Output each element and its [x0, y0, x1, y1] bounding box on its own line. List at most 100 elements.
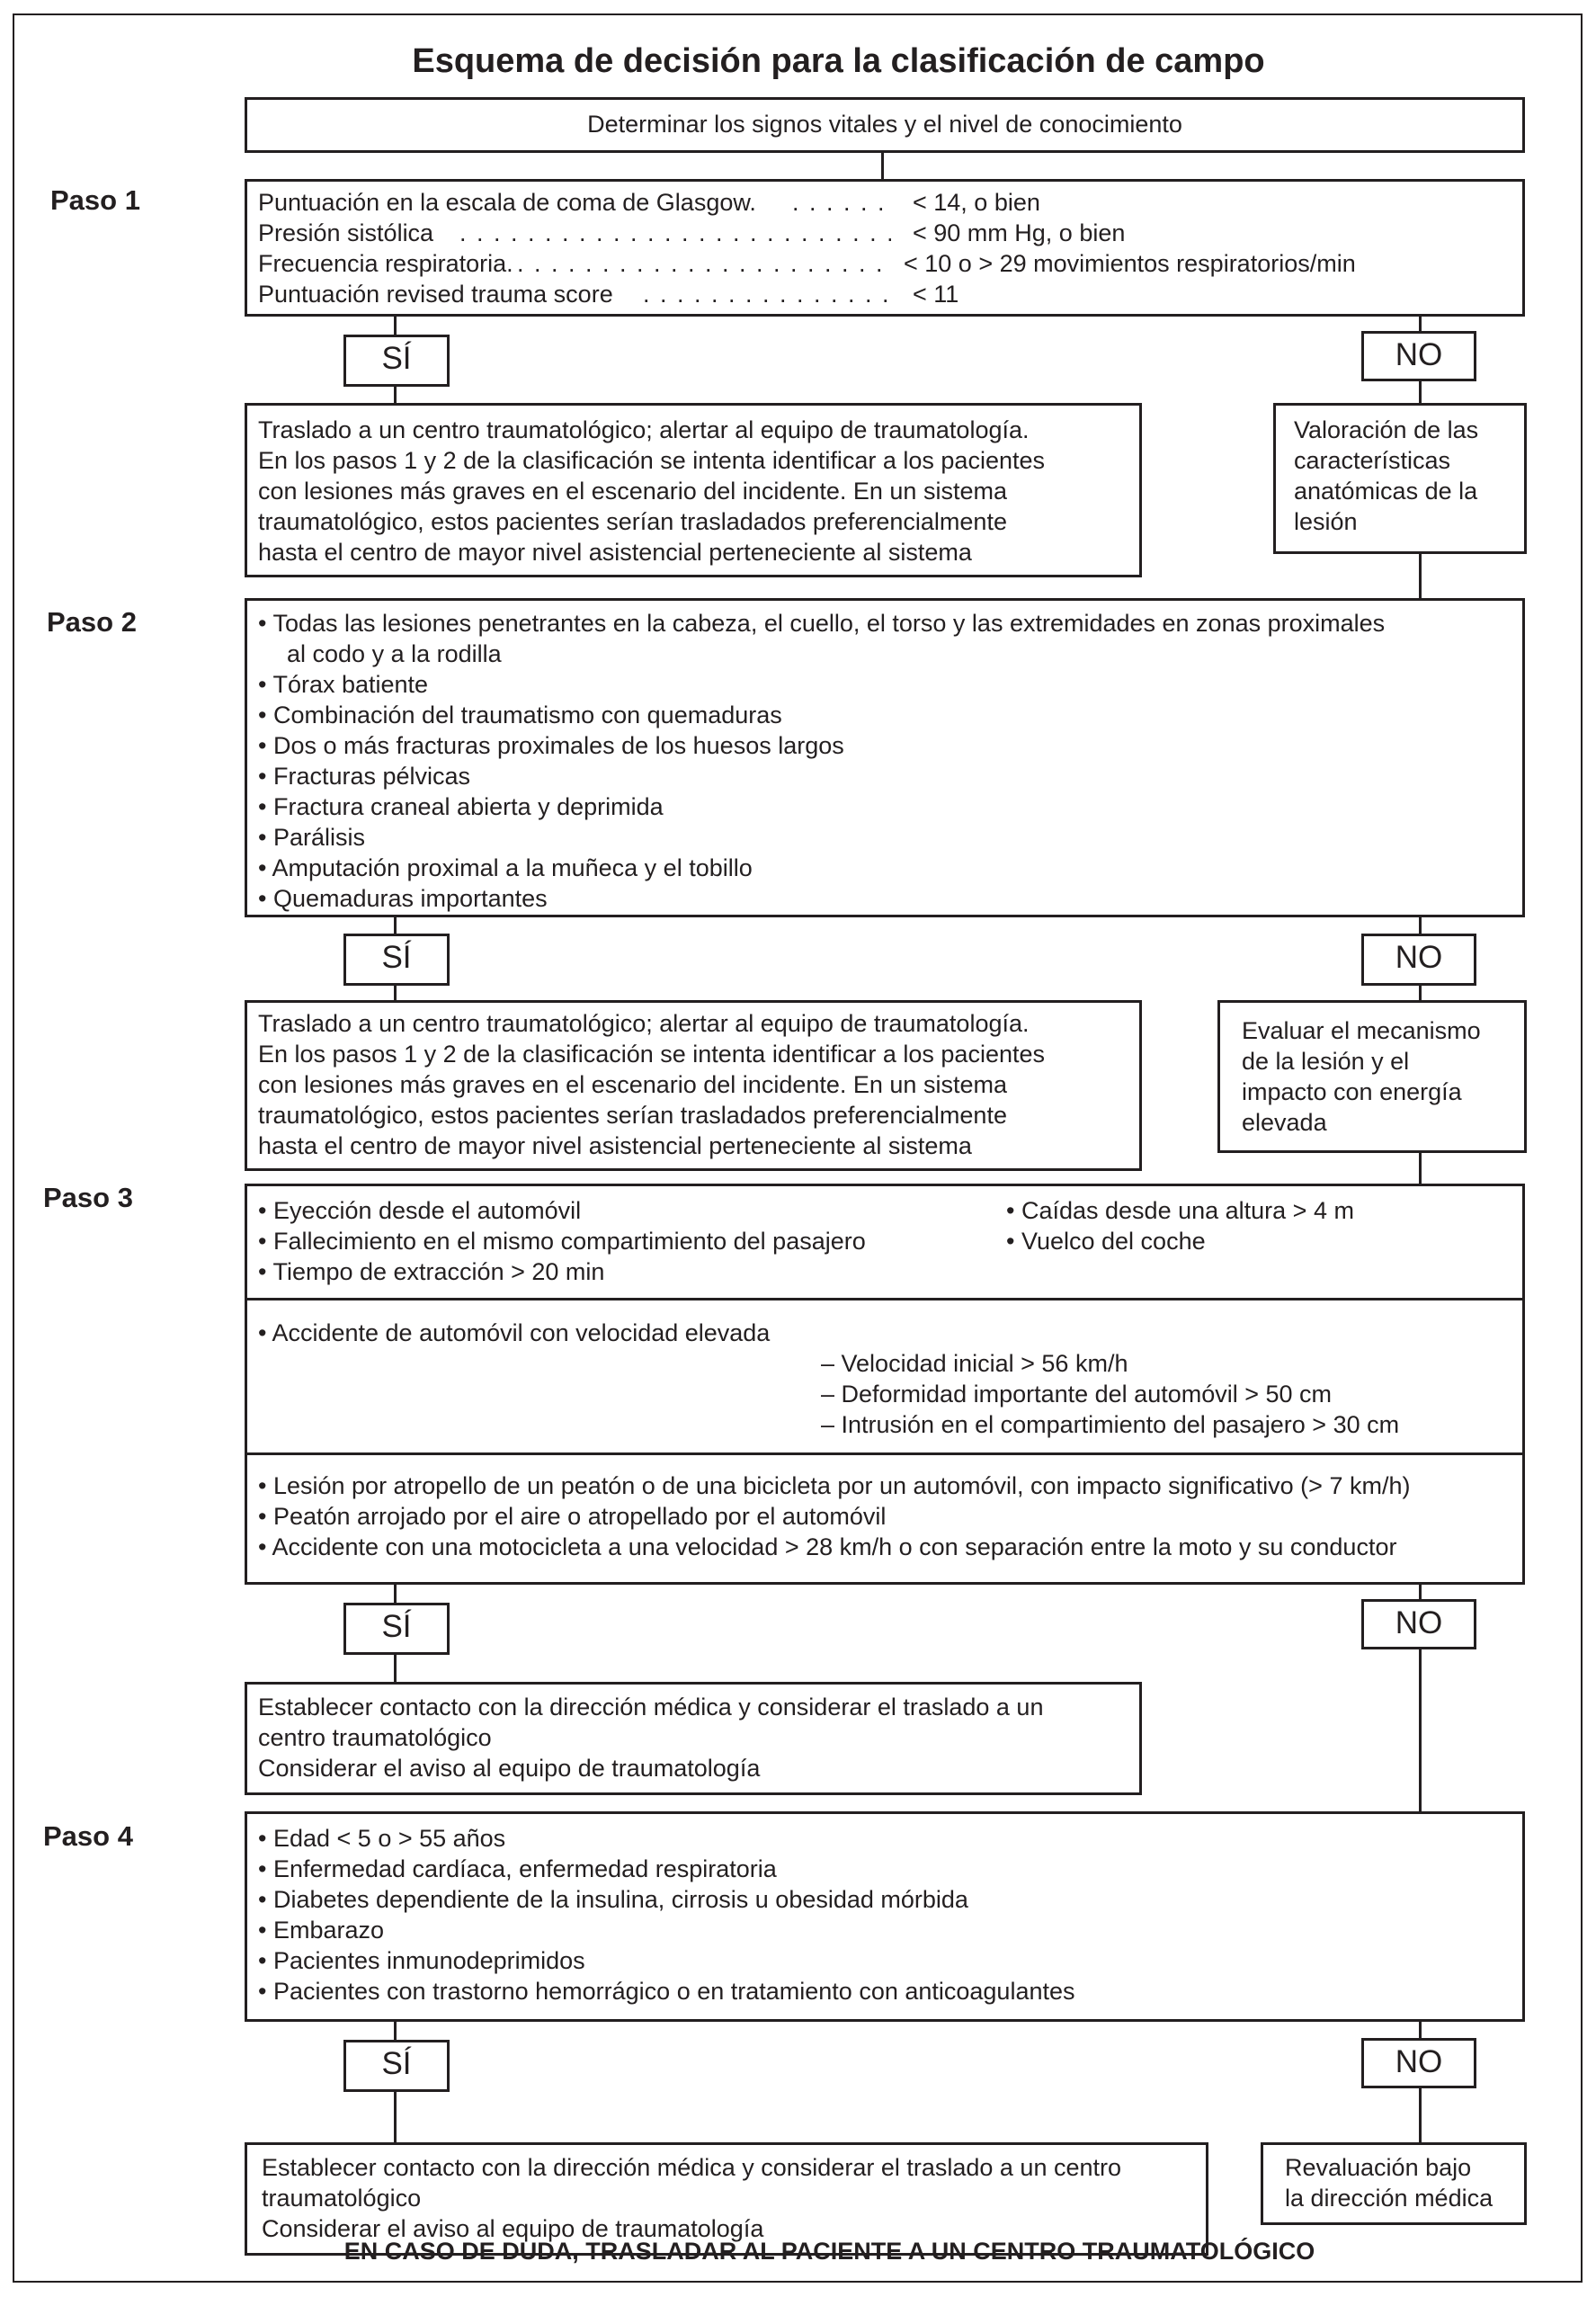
action-line: Establecer contacto con la dirección méd…: [262, 2154, 1122, 2181]
criterion-item: Accidente de automóvil con velocidad ele…: [258, 1318, 770, 1349]
step-2-yes-box: Traslado a un centro traumatológico; ale…: [245, 1000, 1142, 1171]
connector: [1419, 1153, 1422, 1185]
yes-label: SÍ: [343, 934, 450, 986]
connector: [1419, 317, 1422, 333]
action-line: características: [1294, 447, 1451, 474]
connector: [394, 2022, 397, 2042]
action-line: Evaluar el mecanismo: [1242, 1017, 1481, 1044]
action-line: con lesiones más graves en el escenario …: [258, 478, 1007, 505]
criterion-subitem: – Deformidad importante del automóvil > …: [821, 1381, 1333, 1408]
criterion-item: Fracturas pélvicas: [258, 761, 470, 792]
step-4-criteria-box: Edad < 5 o > 55 años Enfermedad cardíaca…: [245, 1811, 1525, 2022]
yes-label: SÍ: [343, 1603, 450, 1655]
action-line: anatómicas de la: [1294, 478, 1478, 505]
criterion-subitem: – Intrusión en el compartimiento del pas…: [821, 1411, 1400, 1438]
criterion-item: Pacientes inmunodeprimidos: [258, 1945, 585, 1977]
dot-leader: . . . . . . . . . . . . . . . . . . . . …: [459, 219, 891, 246]
action-line: Establecer contacto con la dirección méd…: [258, 1694, 1044, 1721]
diagram-title: Esquema de decisión para la clasificació…: [412, 42, 1265, 80]
action-line: Valoración de las: [1294, 416, 1479, 443]
connector: [394, 317, 397, 336]
step-1-no-box: Valoración de las características anatóm…: [1273, 403, 1527, 554]
step-3-criteria-box: Eyección desde el automóvil Fallecimient…: [245, 1184, 1525, 1585]
criterion-item: Tórax batiente: [258, 669, 428, 701]
criterion-item: Lesión por atropello de un peatón o de u…: [258, 1470, 1411, 1502]
connector: [1419, 1649, 1422, 1813]
step-1-criteria-box: Puntuación en la escala de coma de Glasg…: [245, 179, 1525, 317]
criterion-item: Fallecimiento en el mismo compartimiento…: [258, 1226, 866, 1257]
criterion-value: < 10 o > 29 movimientos respiratorios/mi…: [904, 250, 1356, 277]
intro-box: Determinar los signos vitales y el nivel…: [245, 97, 1525, 153]
no-label: NO: [1361, 934, 1476, 986]
step-1-yes-box: Traslado a un centro traumatológico; ale…: [245, 403, 1142, 577]
step-2-no-box: Evaluar el mecanismo de la lesión y el i…: [1217, 1000, 1527, 1153]
action-line: hasta el centro de mayor nivel asistenci…: [258, 539, 972, 566]
dot-leader: . . . . . . . . . . . . . . . . . . . . …: [517, 250, 891, 277]
criterion-item: Dos o más fracturas proximales de los hu…: [258, 730, 844, 762]
action-line: Considerar el aviso al equipo de traumat…: [258, 1755, 761, 1782]
connector: [394, 1585, 397, 1604]
criterion-value: < 14, o bien: [913, 189, 1040, 216]
action-line: Revaluación bajo: [1285, 2154, 1472, 2181]
criterion-item: Pacientes con trastorno hemorrágico o en…: [258, 1976, 1075, 2007]
criterion-value: < 90 mm Hg, o bien: [913, 219, 1126, 246]
connector: [394, 986, 397, 1002]
criterion-item: Parálisis: [258, 822, 365, 854]
page-frame: [13, 13, 1583, 2283]
connector: [1419, 2088, 1422, 2144]
step-2-criteria-box: Todas las lesiones penetrantes en la cab…: [245, 598, 1525, 917]
criterion-item: Caídas desde una altura > 4 m: [1006, 1195, 1354, 1227]
action-line: traumatológico, estos pacientes serían t…: [258, 1102, 1007, 1129]
step-2-label: Paso 2: [47, 606, 137, 638]
action-line: Considerar el aviso al equipo de traumat…: [262, 2215, 764, 2242]
criterion-item: Tiempo de extracción > 20 min: [258, 1256, 604, 1288]
criterion-name: Frecuencia respiratoria.: [258, 250, 513, 277]
connector: [1419, 554, 1422, 599]
step-4-yes-box: Establecer contacto con la dirección méd…: [245, 2142, 1208, 2256]
criterion-name: Puntuación revised trauma score: [258, 281, 613, 308]
no-label: NO: [1361, 2038, 1476, 2088]
criterion-item: Diabetes dependiente de la insulina, cir…: [258, 1884, 968, 1916]
connector: [881, 153, 884, 180]
connector: [1419, 1585, 1422, 1601]
connector: [1419, 2022, 1422, 2040]
criterion-item: Amputación proximal a la muñeca y el tob…: [258, 853, 752, 884]
action-line: lesión: [1294, 508, 1358, 535]
action-line: traumatológico, estos pacientes serían t…: [258, 508, 1007, 535]
dot-leader: . . . . . . . . . . . . . . . . . . . . …: [643, 281, 891, 308]
divider: [247, 1298, 1522, 1300]
criterion-name: Presión sistólica: [258, 219, 434, 246]
action-line: En los pasos 1 y 2 de la clasificación s…: [258, 447, 1045, 474]
criterion-item: Combinación del traumatismo con quemadur…: [258, 700, 782, 731]
criterion-item: Peatón arrojado por el aire o atropellad…: [258, 1501, 886, 1533]
connector: [394, 917, 397, 935]
connector: [394, 2092, 397, 2144]
divider: [247, 1452, 1522, 1455]
step-4-label: Paso 4: [43, 1820, 133, 1852]
action-line: la dirección médica: [1285, 2185, 1493, 2212]
action-line: Traslado a un centro traumatológico; ale…: [258, 416, 1030, 443]
yes-label: SÍ: [343, 335, 450, 387]
step-4-no-box: Revaluación bajo la dirección médica: [1261, 2142, 1527, 2225]
criterion-name: Puntuación en la escala de coma de Glasg…: [258, 189, 756, 216]
action-line: con lesiones más graves en el escenario …: [258, 1071, 1007, 1098]
criterion-item: Accidente con una motocicleta a una velo…: [258, 1532, 1396, 1563]
step-3-yes-box: Establecer contacto con la dirección méd…: [245, 1682, 1142, 1795]
connector: [1419, 986, 1422, 1002]
dot-leader: . . . . . . . .: [792, 189, 882, 216]
action-line: impacto con energía: [1242, 1078, 1462, 1105]
action-line: Traslado a un centro traumatológico; ale…: [258, 1010, 1030, 1037]
criterion-item: Embarazo: [258, 1915, 384, 1946]
criterion-item: Fractura craneal abierta y deprimida: [258, 791, 664, 823]
criterion-item: Eyección desde el automóvil: [258, 1195, 581, 1227]
no-label: NO: [1361, 1599, 1476, 1649]
yes-label: SÍ: [343, 2040, 450, 2092]
criterion-item: al codo y a la rodilla: [287, 640, 502, 667]
connector: [1419, 381, 1422, 405]
action-line: elevada: [1242, 1109, 1327, 1136]
criterion-value: < 11: [913, 281, 959, 308]
criterion-item: Quemaduras importantes: [258, 883, 548, 915]
action-line: traumatológico: [262, 2185, 422, 2212]
action-line: centro traumatológico: [258, 1724, 492, 1751]
step-1-label: Paso 1: [50, 184, 140, 216]
